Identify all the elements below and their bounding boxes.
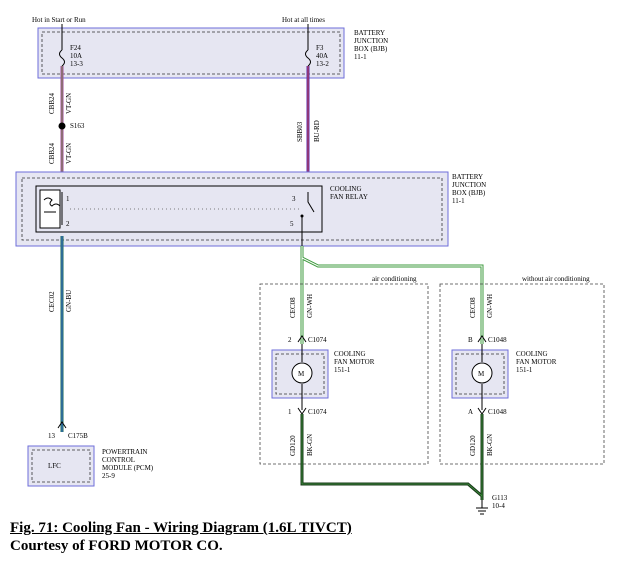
svg-text:BATTERY: BATTERY <box>354 29 385 37</box>
noac-section-title: without air conditioning <box>522 275 590 283</box>
fuse-f3-icon <box>305 49 311 67</box>
noac-wire-top-color: GN-WH <box>486 294 494 318</box>
noac-top-pin: B <box>468 336 473 344</box>
svg-text:BATTERY: BATTERY <box>452 173 483 181</box>
wire-gd120 <box>300 414 484 500</box>
wire-cec02-color: GN-BU <box>65 290 73 312</box>
noac-motor-icon <box>471 362 493 384</box>
fuse-f24-label: F24 10A 13-3 <box>70 44 83 68</box>
connector-c175b-icon <box>57 421 67 429</box>
relay-coil-box <box>39 189 61 229</box>
relay-label: COOLING FAN RELAY <box>330 185 368 201</box>
svg-text:MODULE (PCM): MODULE (PCM) <box>102 464 154 472</box>
ac-top-connector: C1074 <box>308 336 327 344</box>
svg-text:JUNCTION: JUNCTION <box>452 181 486 189</box>
svg-text:POWERTRAIN: POWERTRAIN <box>102 448 147 456</box>
ac-bottom-connector: C1074 <box>308 408 327 416</box>
noac-wire-bottom-color: BK-GN <box>486 434 494 456</box>
ac-wire-bottom-color: BK-GN <box>306 434 314 456</box>
wire-cbb24-upper-color: VT-GN <box>65 93 73 114</box>
bjb-relay-box <box>15 171 449 247</box>
svg-text:CONTROL: CONTROL <box>102 456 135 464</box>
fuse-f3-label: F3 40A 13-2 <box>316 44 329 68</box>
pcm-connector: C175B <box>68 432 88 440</box>
svg-text:COOLING: COOLING <box>334 350 366 358</box>
fuse-f24-icon <box>59 49 65 67</box>
svg-text:FAN MOTOR: FAN MOTOR <box>334 358 375 366</box>
wire-cbb24-lower-circuit: CBB24 <box>48 142 56 164</box>
splice-s163-label: S163 <box>70 122 85 130</box>
svg-text:13-2: 13-2 <box>316 60 329 68</box>
bjb-top-label: BATTERY JUNCTION BOX (BJB) 11-1 <box>354 29 388 61</box>
svg-text:10A: 10A <box>70 52 82 60</box>
wire-sbb03-color: BU-RD <box>313 120 321 142</box>
bjb-relay-label: BATTERY JUNCTION BOX (BJB) 11-1 <box>452 173 486 205</box>
svg-text:COOLING: COOLING <box>330 185 362 193</box>
svg-text:COOLING: COOLING <box>516 350 548 358</box>
relay-pin-5: 5 <box>290 220 294 228</box>
label-hot-all-times: Hot at all times <box>282 16 325 24</box>
ac-section-frame <box>259 283 429 465</box>
svg-text:BOX (BJB): BOX (BJB) <box>452 189 486 197</box>
wire-cec08 <box>300 246 484 344</box>
noac-top-connector-icon <box>477 335 487 343</box>
svg-text:13-3: 13-3 <box>70 60 83 68</box>
svg-text:G113: G113 <box>492 494 508 502</box>
svg-text:25-9: 25-9 <box>102 472 115 480</box>
svg-text:40A: 40A <box>316 52 328 60</box>
svg-text:11-1: 11-1 <box>452 197 465 205</box>
pcm-label: POWERTRAIN CONTROL MODULE (PCM) 25-9 <box>102 448 154 480</box>
svg-text:F3: F3 <box>316 44 324 52</box>
pcm-box <box>27 445 95 487</box>
ac-bottom-pin: 1 <box>288 408 292 416</box>
svg-text:151-1: 151-1 <box>516 366 533 374</box>
svg-text:FAN MOTOR: FAN MOTOR <box>516 358 557 366</box>
relay-pin-1: 1 <box>66 195 70 203</box>
svg-text:11-1: 11-1 <box>354 53 367 61</box>
noac-wire-bottom-circuit: GD120 <box>469 435 477 456</box>
ac-motor-label: COOLING FAN MOTOR 151-1 <box>334 350 375 374</box>
relay-switch-icon <box>307 192 315 213</box>
figure-caption: Fig. 71: Cooling Fan - Wiring Diagram (1… <box>10 520 352 536</box>
noac-motor-symbol: M <box>478 370 485 378</box>
bjb-top-box <box>37 27 345 79</box>
noac-top-connector: C1048 <box>488 336 507 344</box>
svg-text:151-1: 151-1 <box>334 366 351 374</box>
ac-top-pin: 2 <box>288 336 292 344</box>
noac-bottom-pin: A <box>468 408 473 416</box>
ac-top-connector-icon <box>297 335 307 343</box>
ac-motor-icon <box>291 362 313 384</box>
ac-wire-top-circuit: CEC08 <box>289 297 297 318</box>
ground-icon <box>476 500 488 515</box>
svg-text:BOX (BJB): BOX (BJB) <box>354 45 388 53</box>
noac-bottom-connector: C1048 <box>488 408 507 416</box>
noac-motor-label: COOLING FAN MOTOR 151-1 <box>516 350 557 374</box>
relay-pin-3: 3 <box>292 195 296 203</box>
svg-text:JUNCTION: JUNCTION <box>354 37 388 45</box>
pcm-pin: 13 <box>48 432 56 440</box>
bjb-relay-inner <box>21 177 443 241</box>
ac-motor-symbol: M <box>298 370 305 378</box>
splice-s163-icon <box>58 122 66 130</box>
figure-credit: Courtesy of FORD MOTOR CO. <box>10 538 223 554</box>
wire-sbb03-circuit: SBB03 <box>296 121 304 142</box>
relay-pin-2: 2 <box>66 220 70 228</box>
wire-cec02-circuit: CEC02 <box>48 291 56 312</box>
ac-section-title: air conditioning <box>372 275 417 283</box>
wire-cbb24-upper-circuit: CBB24 <box>48 92 56 114</box>
noac-wire-top-circuit: CEC08 <box>469 297 477 318</box>
relay-frame <box>35 185 323 233</box>
pcm-box-label: LFC <box>48 462 61 470</box>
svg-text:10-4: 10-4 <box>492 502 505 510</box>
ground-label: G113 10-4 <box>492 494 508 510</box>
relay-coil-icon <box>43 197 61 213</box>
label-hot-start-run: Hot in Start or Run <box>32 16 86 24</box>
ac-wire-bottom-circuit: GD120 <box>289 435 297 456</box>
svg-text:F24: F24 <box>70 44 81 52</box>
ac-wire-top-color: GN-WH <box>306 294 314 318</box>
noac-section-frame <box>439 283 605 465</box>
wire-cbb24-lower-color: VT-GN <box>65 143 73 164</box>
svg-text:FAN RELAY: FAN RELAY <box>330 193 368 201</box>
